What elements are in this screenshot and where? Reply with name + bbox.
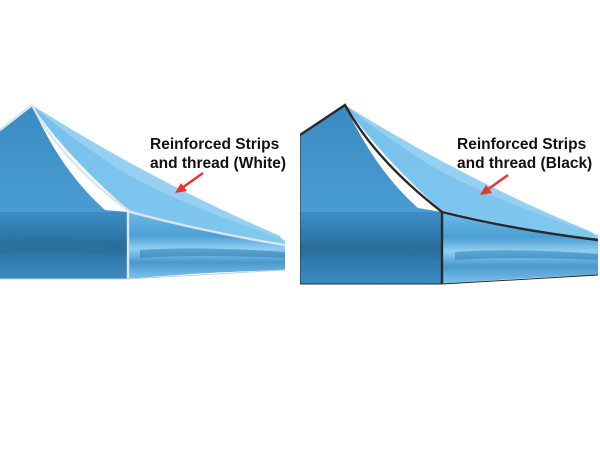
caption-line-2: and thread (White) — [150, 155, 287, 172]
strip-ridge — [300, 103, 599, 242]
caption-white: Reinforced Strips and thread (White) — [150, 135, 286, 173]
valance-side — [442, 212, 598, 284]
caption-line-2: and thread (Black) — [457, 155, 593, 172]
canopy-illustration-black — [300, 103, 599, 285]
caption-black: Reinforced Strips and thread (Black) — [457, 135, 592, 173]
roof-front — [300, 105, 442, 230]
canopy-illustration-white — [0, 103, 286, 280]
roof-front — [0, 105, 128, 230]
arrow-icon — [175, 172, 204, 193]
strip-ridge — [0, 103, 286, 247]
canopy-panel-white: Reinforced Strips and thread (White) — [0, 103, 286, 280]
valance-side — [128, 212, 285, 279]
caption-line-1: Reinforced Strips — [150, 136, 280, 153]
arrow-icon — [480, 174, 509, 195]
canopy-panel-black: Reinforced Strips and thread (Black) — [300, 0, 600, 450]
caption-line-1: Reinforced Strips — [457, 136, 587, 153]
